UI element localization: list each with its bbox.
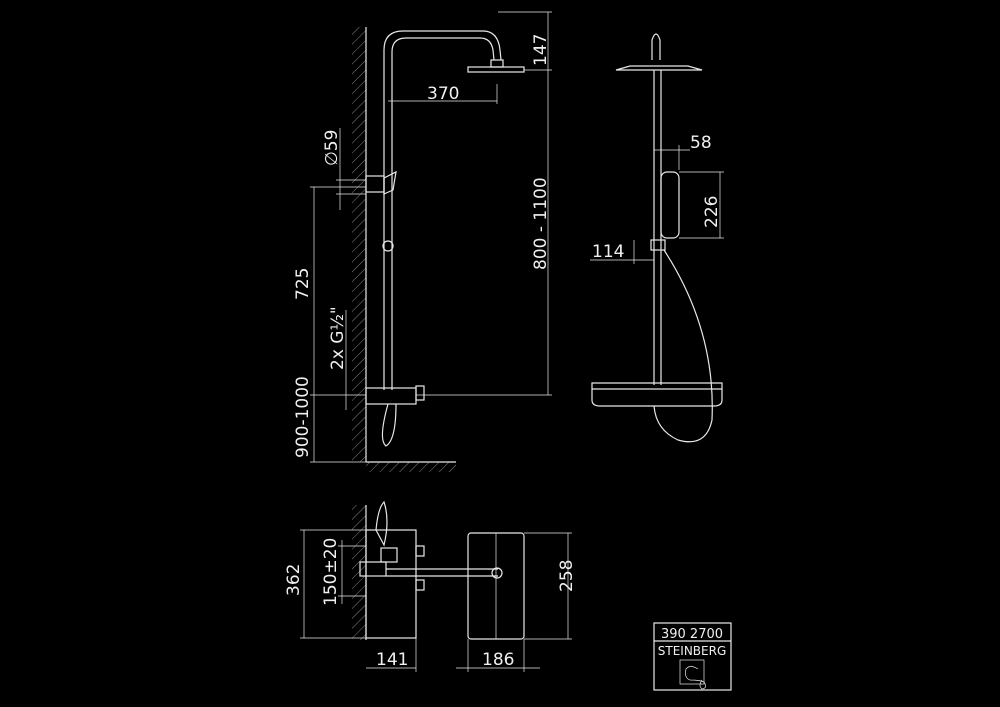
dim-shelf-depth: 141 <box>376 650 408 670</box>
wall-hatch <box>352 27 366 462</box>
dim-handshower-width: 58 <box>690 133 712 153</box>
dim-arm-reach: 370 <box>427 84 459 104</box>
dim-inlet-thread: 2x G½" <box>328 306 348 370</box>
dim-shelf-width: 186 <box>482 650 514 670</box>
wall-bracket <box>365 175 385 193</box>
dim-total-height: 800 - 1100 <box>531 177 551 270</box>
front-hose <box>653 249 713 443</box>
dim-head-height: 147 <box>531 34 551 66</box>
front-shower-head <box>615 65 703 71</box>
dim-inlet-spacing: 150±20 <box>321 538 341 606</box>
front-handshower <box>660 171 680 239</box>
title-block: 390 2700 STEINBERG <box>653 622 732 691</box>
shower-head <box>467 66 525 73</box>
slider-knob <box>382 240 394 252</box>
hose <box>381 403 397 447</box>
dim-holder-offset: 114 <box>592 242 624 262</box>
dim-bracket-spacing: 725 <box>293 268 313 300</box>
brand-logo <box>679 659 706 690</box>
riser-pipe <box>383 30 502 390</box>
dim-mount-height: 900-1000 <box>293 376 313 458</box>
dim-flange-diameter: ∅59 <box>322 130 342 166</box>
top-shelf <box>365 529 417 639</box>
side-view: 147 370 800 - 1100 ∅59 725 2x G½" 900-10… <box>293 11 552 472</box>
top-view: 362 150±20 258 141 186 <box>284 500 577 672</box>
dim-head-plate-height: 258 <box>557 560 577 592</box>
dim-top-view-depth: 362 <box>284 564 304 596</box>
floor-hatch <box>366 462 456 472</box>
article-number: 390 2700 <box>661 627 723 642</box>
dim-handshower-length: 226 <box>702 196 722 228</box>
front-thermostat <box>591 382 723 407</box>
brand-name: STEINBERG <box>658 644 727 658</box>
front-view: 58 226 114 <box>590 33 724 443</box>
thermostat-body <box>365 387 417 405</box>
